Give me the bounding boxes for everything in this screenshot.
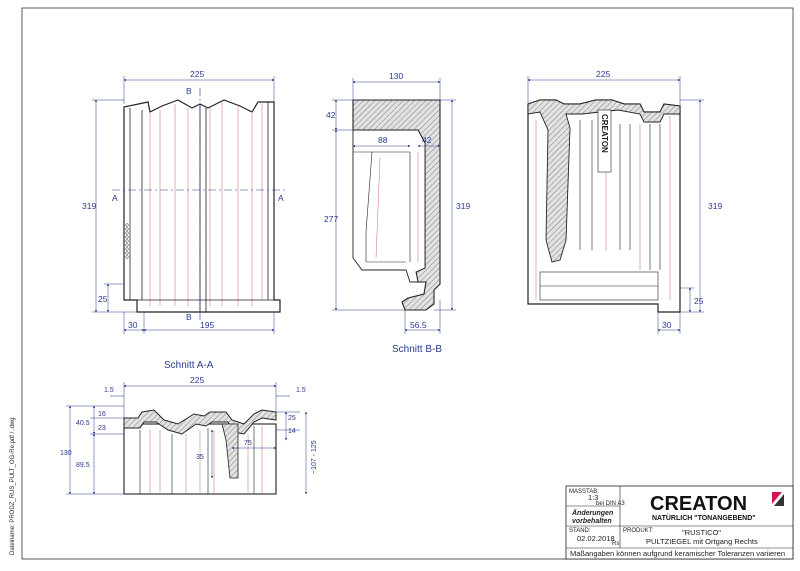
back-bottom-dim: 25 <box>694 296 704 306</box>
brand-mark-icon <box>772 492 784 506</box>
file-path-note: Dateiname: PRODZ_RUS_PULT_OG-Re.pdf / .d… <box>10 417 16 555</box>
section-a-d40-dim: 40.5 <box>76 420 90 427</box>
massstab-label: MASSTAB: <box>569 489 599 495</box>
front-detail-lines <box>149 102 263 306</box>
brand-tagline: NATÜRLICH "TONANGEBEND" <box>652 513 756 522</box>
changes-line2: vorbehalten <box>572 518 612 525</box>
nub-row <box>125 223 129 259</box>
product-desc: PULTZIEGEL mit Ortgang Rechts <box>646 537 758 546</box>
produkt-label: PRODUKT: <box>623 528 654 534</box>
back-width-dim: 225 <box>596 69 610 79</box>
section-b-label: Schnitt B-B <box>392 344 442 355</box>
section-a-range-dim: ~107 - 125 <box>311 440 318 474</box>
back-left-dim: 30 <box>662 320 672 330</box>
section-b-height-right-dim: 319 <box>456 201 470 211</box>
section-a-d75-dim: 75 <box>244 440 252 447</box>
back-stamp-text: CREATON <box>600 114 609 153</box>
front-bottom-dim: 25 <box>98 294 108 304</box>
title-block: MASSTAB: 1:3 bei DIN A3 Änderungen vorbe… <box>565 485 794 560</box>
product-name: "RUSTICO" <box>682 528 721 537</box>
section-mark-a-left: A <box>112 193 118 203</box>
back-height-dim: 319 <box>708 201 722 211</box>
section-a-label: Schnitt A-A <box>164 360 214 371</box>
section-b-inner-dim: 88 <box>378 135 388 145</box>
section-mark-b-bottom: B <box>186 312 192 322</box>
section-b-width-dim: 130 <box>389 71 403 81</box>
changes-line1: Änderungen <box>571 509 613 517</box>
brand-logo-text: CREATON <box>650 493 747 515</box>
stand-value: 02.02.2018 <box>577 534 615 543</box>
section-a-d23-dim: 23 <box>98 425 106 432</box>
section-b-top-dim: 42 <box>326 110 336 120</box>
footer-note: Maßangaben können aufgrund keramischer T… <box>570 549 785 558</box>
back-view: CREATON 225 319 25 30 <box>527 69 722 334</box>
section-mark-b-top: B <box>186 86 192 96</box>
section-a-d130-dim: 130 <box>60 450 72 457</box>
front-left-dim: 30 <box>128 320 138 330</box>
section-b-view: 130 42 88 42 277 319 56.5 Schnitt B-B <box>324 71 470 355</box>
front-outline <box>123 99 281 313</box>
section-a-d25-dim: 25 <box>288 415 296 422</box>
section-a-view: 225 1.5 1.5 16 40.5 23 130 89.5 35 75 25… <box>60 375 318 495</box>
section-b-foot-dim: 56.5 <box>410 320 427 330</box>
section-b-height-left-dim: 277 <box>324 214 338 224</box>
stand-suffix: Rs <box>612 541 619 547</box>
section-b-body <box>352 129 426 283</box>
section-a-edge-left-dim: 1.5 <box>104 387 114 394</box>
massstab-value: 1:3 <box>588 493 598 502</box>
front-span-dim: 195 <box>200 320 214 330</box>
stand-label: STAND: <box>569 528 591 534</box>
section-a-d35-dim: 35 <box>196 454 204 461</box>
front-width-dim: 225 <box>190 69 204 79</box>
back-hatch <box>527 99 681 263</box>
section-a-edge-right-dim: 1.5 <box>296 387 306 394</box>
section-a-d14-dim: 14 <box>288 428 296 435</box>
front-height-dim: 319 <box>82 201 96 211</box>
section-a-d89-dim: 89.5 <box>76 462 90 469</box>
massstab-note: bei DIN A3 <box>596 501 625 507</box>
front-view: A A B B 225 319 25 30 195 Schnitt A-A <box>82 69 288 371</box>
section-a-d16-dim: 16 <box>98 411 106 418</box>
section-mark-a-right: A <box>278 193 284 203</box>
section-a-width-dim: 225 <box>190 375 204 385</box>
section-b-lip-dim: 42 <box>422 135 432 145</box>
sheet-border <box>21 7 794 560</box>
